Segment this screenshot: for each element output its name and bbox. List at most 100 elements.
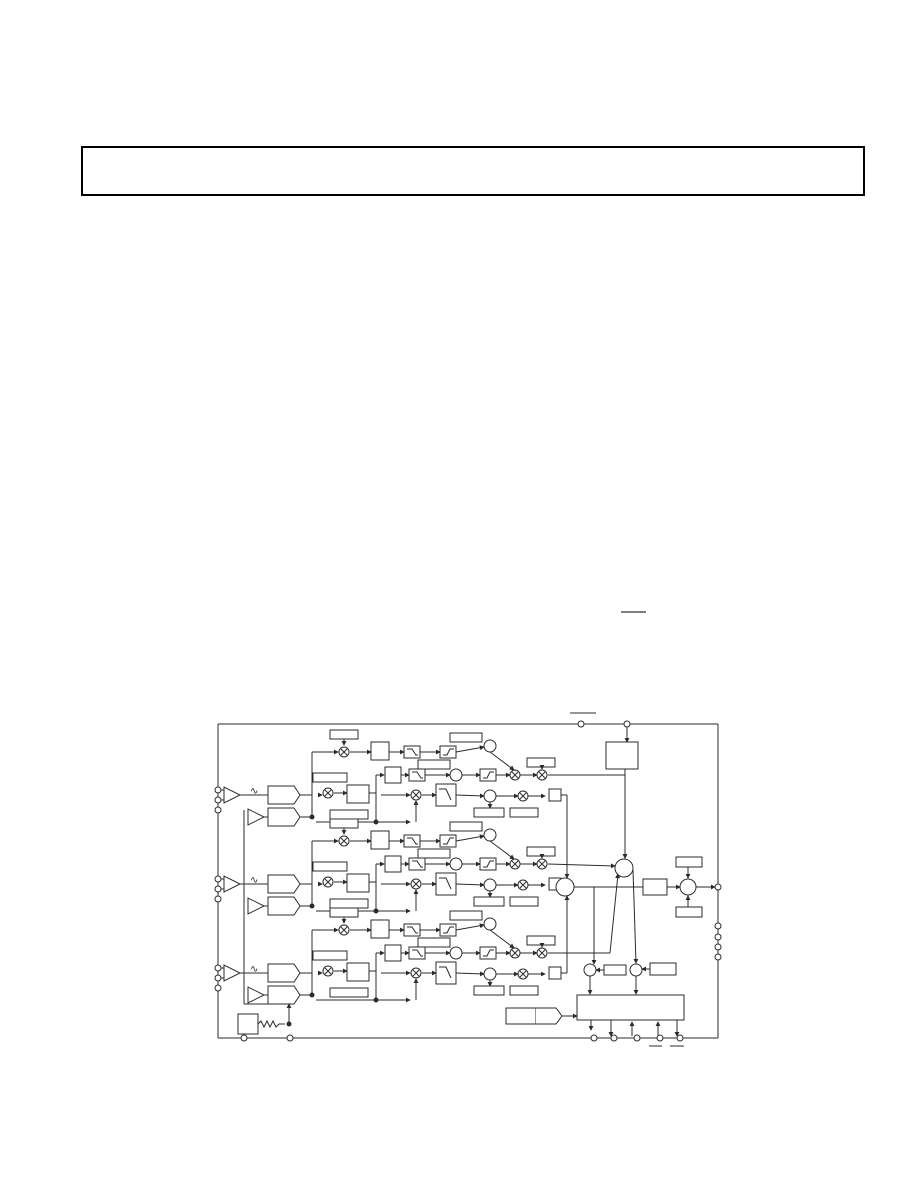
top-right-block	[605, 741, 639, 770]
reference-block	[526, 757, 556, 768]
reference-block	[449, 910, 483, 921]
reference-block	[473, 896, 505, 907]
filter-curve	[412, 860, 423, 868]
signal-line	[455, 971, 485, 977]
input-pin	[214, 786, 222, 794]
signal-tag	[267, 874, 301, 894]
channel-3: ∿	[214, 907, 567, 1005]
input-pin	[214, 964, 222, 972]
limiter-block	[548, 788, 562, 802]
multiplier-cross	[412, 880, 420, 888]
multiplier-cross	[324, 789, 332, 797]
multiplier-cross	[340, 926, 348, 934]
input-pin	[214, 984, 222, 992]
output-ref-top	[675, 856, 703, 868]
signal-line	[455, 793, 485, 799]
junction-dot	[309, 992, 315, 998]
lower-ref-a	[603, 964, 627, 976]
filter-block	[403, 923, 421, 937]
filter-curve	[483, 771, 494, 779]
reference-block	[417, 759, 451, 770]
multiplier-cross	[519, 970, 527, 978]
input-pin	[214, 885, 222, 893]
filter-curve	[439, 877, 452, 890]
reference-block	[449, 732, 483, 743]
reference-block	[329, 907, 359, 918]
filter-curve	[443, 837, 454, 845]
filter-block	[403, 745, 421, 759]
multiplier-cross	[412, 969, 420, 977]
gain-block	[370, 830, 390, 850]
summing-node	[483, 967, 497, 981]
signal-line	[609, 873, 621, 954]
summing-node	[483, 739, 497, 753]
filter-block	[408, 946, 426, 960]
lower-mix-node-b	[629, 963, 643, 977]
signal-tag	[267, 985, 301, 1005]
multiplier-cross	[538, 949, 546, 957]
summing-node	[483, 828, 497, 842]
bottom-pins	[588, 1020, 684, 1047]
reference-block	[417, 937, 451, 948]
reference-block	[449, 821, 483, 832]
output-section	[505, 856, 716, 1025]
channel-interconnect	[243, 774, 628, 1005]
output-mixer-node	[679, 878, 697, 896]
limiter-block	[548, 966, 562, 980]
reference-block	[509, 807, 539, 818]
filter-block-large	[435, 872, 457, 896]
multiplier-cross	[412, 791, 420, 799]
threshold-block	[346, 873, 370, 893]
channel-1: ∿	[214, 729, 567, 827]
summing-node	[449, 857, 463, 871]
reference-block	[526, 846, 556, 857]
signal-line	[489, 751, 515, 771]
channel-groups: ∿∿∿	[214, 729, 628, 1005]
channel-2: ∿	[214, 818, 567, 916]
gain-block	[384, 855, 402, 873]
filter-curve	[483, 860, 494, 868]
gain-block	[370, 919, 390, 939]
reference-block	[526, 935, 556, 946]
reference-block	[473, 985, 505, 996]
filter-block	[403, 834, 421, 848]
filter-block	[408, 857, 426, 871]
reference-block	[329, 898, 369, 909]
input-pin	[214, 796, 222, 804]
gain-block	[384, 766, 402, 784]
summing-node	[483, 789, 497, 803]
input-pin	[214, 875, 222, 883]
multiplier-cross	[519, 881, 527, 889]
signal-line	[489, 840, 515, 860]
amplifier-triangle	[223, 786, 242, 804]
bias-block	[237, 1013, 259, 1035]
input-pin	[214, 974, 222, 982]
multiplier-cross	[340, 748, 348, 756]
reference-block	[329, 809, 369, 820]
reference-block	[417, 848, 451, 859]
threshold-block	[346, 784, 370, 804]
right-pins	[714, 883, 722, 961]
filter-curve	[439, 788, 452, 801]
amplifier-triangle	[223, 964, 242, 982]
input-pin	[214, 806, 222, 814]
multiplier-cross	[511, 771, 519, 779]
output-ref-bottom	[675, 906, 703, 918]
reference-block	[329, 987, 369, 998]
reference-block	[312, 861, 348, 872]
amplifier-triangle	[247, 986, 266, 1004]
reference-block	[473, 807, 505, 818]
signal-line	[489, 929, 515, 949]
signal-line	[455, 745, 485, 753]
filter-curve	[443, 748, 454, 756]
lower-mix-node-a	[583, 963, 597, 977]
multiplier-cross	[324, 878, 332, 886]
junction-dot	[309, 814, 315, 820]
amplifier-triangle	[223, 875, 242, 893]
summing-node	[449, 768, 463, 782]
wave-glyph: ∿	[250, 786, 258, 797]
secondary-summing-node	[555, 877, 575, 897]
signal-line	[455, 882, 485, 888]
control-logic-block	[576, 994, 685, 1021]
